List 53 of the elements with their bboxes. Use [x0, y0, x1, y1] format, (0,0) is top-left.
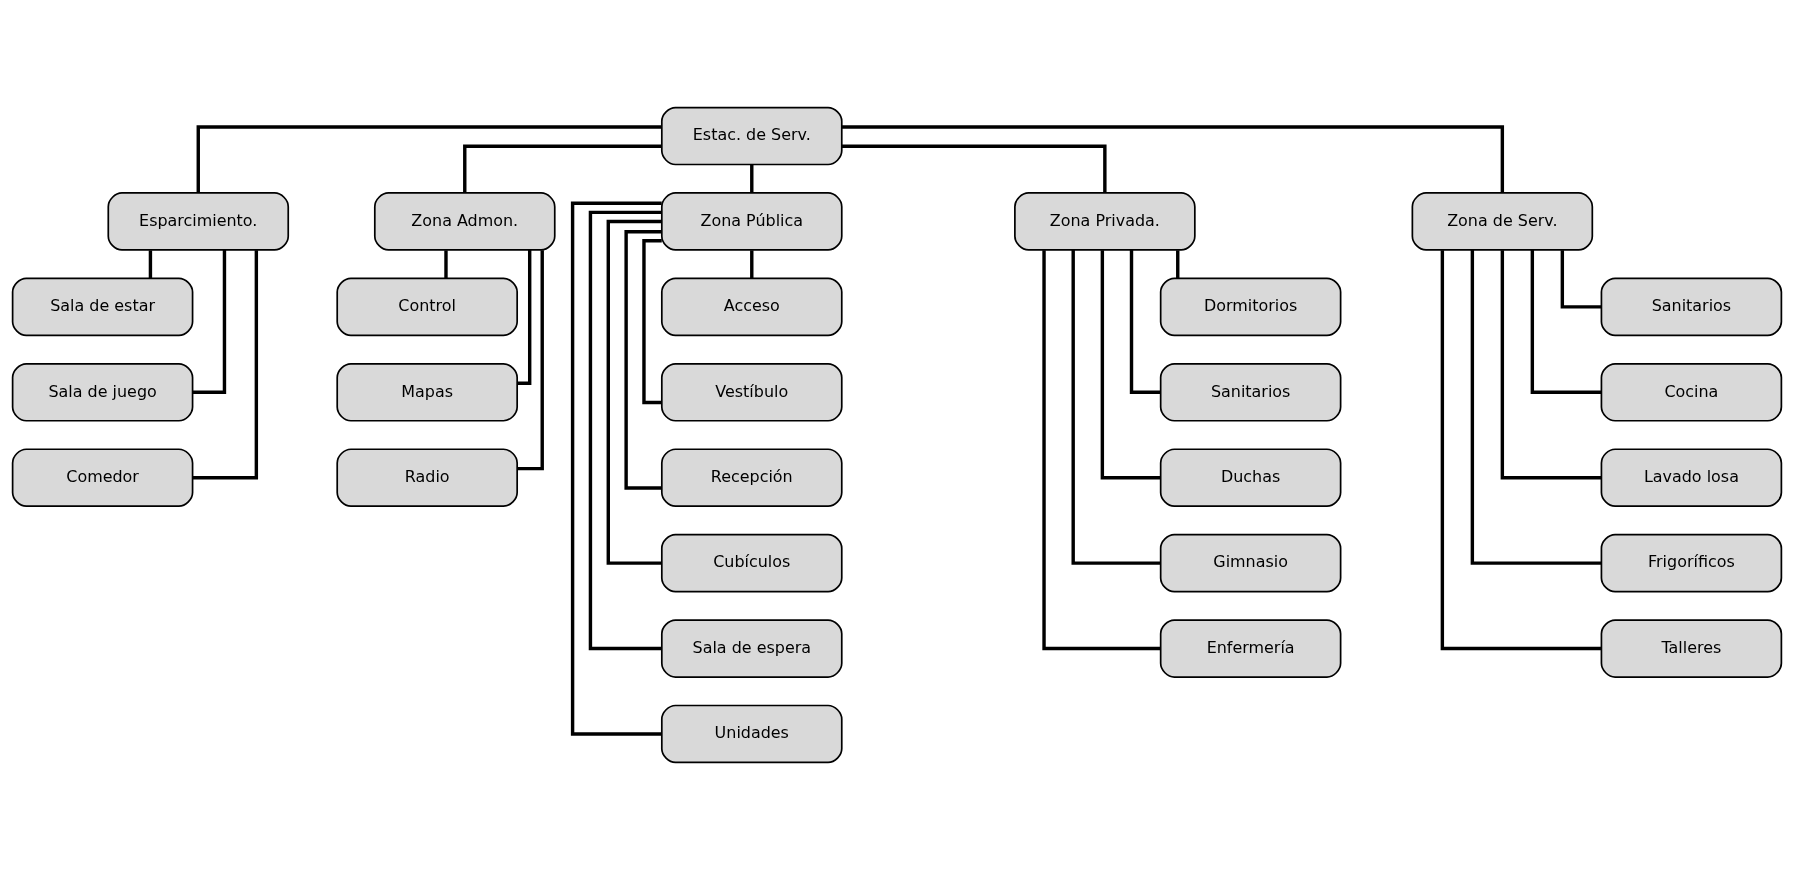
connector	[192, 249, 227, 394]
node-box: Talleres	[1600, 618, 1783, 678]
connector	[642, 238, 662, 404]
node-box: Estac. de Serv.	[660, 106, 843, 165]
connector	[588, 210, 662, 650]
node-box: Sala de estar	[11, 277, 194, 336]
node-box: Vestíbulo	[660, 362, 843, 422]
connector	[444, 249, 448, 278]
node-box: Radio	[336, 447, 518, 507]
node-box: Zona de Serv.	[1411, 191, 1594, 251]
node-box: Sala de juego	[11, 362, 194, 422]
node-box: Unidades	[660, 704, 843, 763]
node-box: Duchas	[1159, 447, 1342, 507]
connector	[192, 249, 259, 479]
connector	[750, 164, 754, 193]
connector	[517, 249, 532, 385]
connector	[1042, 249, 1161, 650]
connector	[841, 124, 1505, 193]
node-box: Mapas	[336, 362, 518, 422]
node-box: Recepción	[660, 447, 843, 507]
node-box: Esparcimiento.	[107, 191, 290, 251]
connector	[750, 249, 754, 278]
node-box: Dormitorios	[1159, 277, 1342, 336]
node-box: Zona Admon.	[373, 191, 556, 251]
node-box: Cubículos	[660, 533, 843, 592]
connector	[1176, 249, 1180, 278]
connector	[1500, 249, 1602, 479]
connector	[1100, 249, 1161, 479]
node-box: Gimnasio	[1159, 533, 1342, 592]
node-box: Sanitarios	[1600, 277, 1783, 336]
connector	[841, 144, 1107, 193]
node-box: Cocina	[1600, 362, 1783, 422]
node-box: Enfermería	[1159, 618, 1342, 678]
connector	[1440, 249, 1602, 650]
connector	[1071, 249, 1161, 565]
connector	[606, 219, 662, 565]
node-box: Comedor	[11, 447, 194, 507]
node-box: Control	[336, 277, 518, 336]
node-box: Zona Privada.	[1014, 191, 1196, 251]
node-box: Lavado losa	[1600, 447, 1783, 507]
connector	[1470, 249, 1602, 565]
node-box: Zona Pública	[660, 191, 843, 251]
connector	[1560, 249, 1602, 309]
node-box: Acceso	[660, 277, 843, 336]
connector	[148, 249, 153, 278]
connector	[196, 124, 662, 193]
node-box: Sanitarios	[1159, 362, 1342, 422]
connector	[463, 144, 662, 193]
connector	[624, 229, 662, 490]
node-box: Frigoríficos	[1600, 533, 1783, 592]
node-box: Sala de espera	[660, 618, 843, 678]
connector	[570, 201, 662, 736]
connector	[1530, 249, 1602, 394]
